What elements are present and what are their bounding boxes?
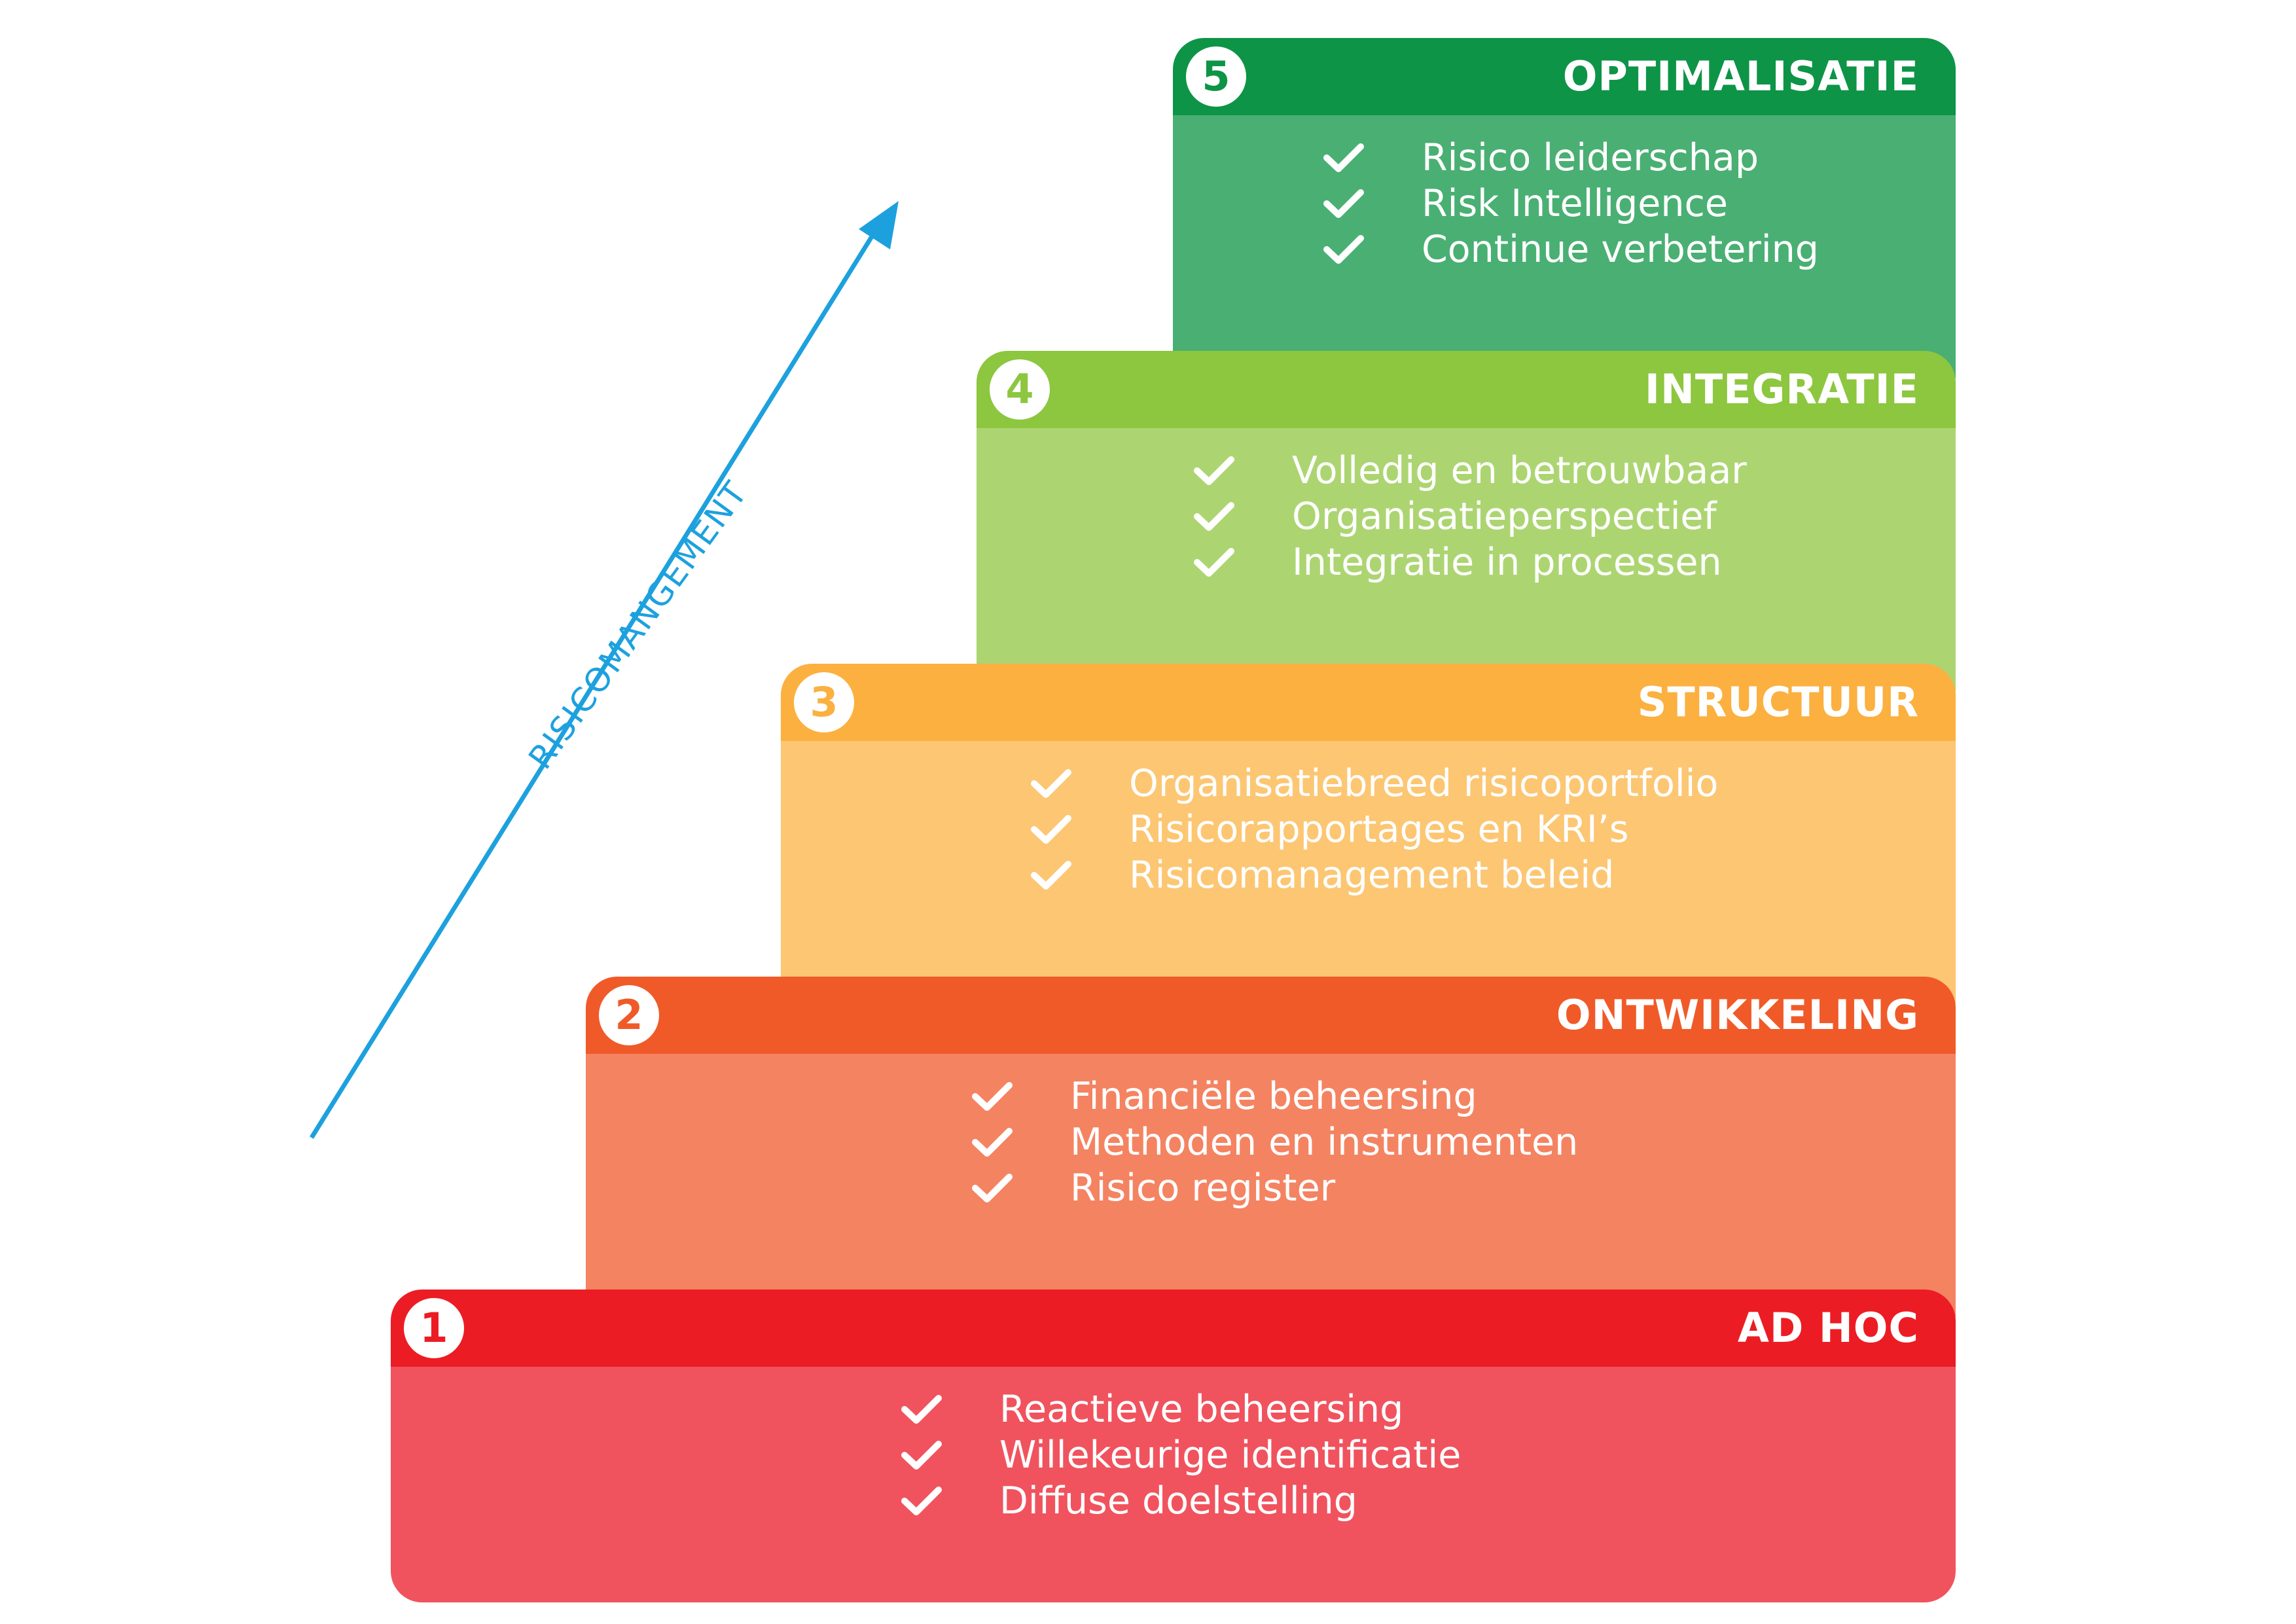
list-item: Reactieve beheersing (901, 1386, 1461, 1432)
level-2-checklist: Financiële beheersing Methoden en instru… (972, 1074, 1578, 1211)
list-item: Volledig en betrouwbaar (1194, 448, 1747, 494)
check-icon (1323, 143, 1364, 172)
list-item-label: Risico register (1070, 1166, 1336, 1210)
check-icon (1323, 189, 1364, 218)
level-2-number-badge: 2 (599, 985, 659, 1045)
list-item: Risicorapportages en KRI’s (1031, 806, 1718, 852)
level-5-number-badge: 5 (1186, 46, 1246, 107)
level-2-title: ONTWIKKELING (1556, 991, 1919, 1039)
level-3-title: STRUCTUUR (1637, 678, 1919, 726)
list-item-label: Diffuse doelstelling (999, 1479, 1357, 1523)
check-icon (972, 1082, 1013, 1111)
list-item-label: Risk Intelligence (1422, 182, 1728, 225)
level-1-checklist: Reactieve beheersing Willekeurige identi… (901, 1386, 1461, 1524)
list-item: Organisatieperspectief (1194, 494, 1747, 539)
list-item-label: Organisatieperspectief (1292, 495, 1717, 538)
level-2-body: Financiële beheersing Methoden en instru… (586, 1054, 1956, 1317)
level-2-ontwikkeling: 2 ONTWIKKELING Financiële beheersing Met… (586, 977, 1956, 1317)
level-3-header: 3 STRUCTUUR (781, 664, 1956, 741)
level-4-checklist: Volledig en betrouwbaar Organisatiepersp… (1194, 448, 1747, 585)
level-1-header: 1 AD HOC (391, 1290, 1956, 1367)
list-item: Risico leiderschap (1323, 135, 1819, 181)
check-icon (1194, 456, 1234, 485)
list-item-label: Reactieve beheersing (999, 1388, 1404, 1431)
list-item: Risicomanagement beleid (1031, 852, 1718, 898)
level-1-title: AD HOC (1737, 1304, 1919, 1352)
list-item-label: Methoden en instrumenten (1070, 1121, 1579, 1164)
level-4-number-badge: 4 (990, 359, 1050, 420)
list-item-label: Risicomanagement beleid (1129, 854, 1615, 897)
level-5-header: 5 OPTIMALISATIE (1173, 38, 1956, 115)
list-item-label: Volledig en betrouwbaar (1292, 449, 1747, 492)
list-item: Continue verbetering (1323, 226, 1819, 272)
list-item-label: Willekeurige identificatie (999, 1434, 1462, 1477)
level-1-ad-hoc: 1 AD HOC Reactieve beheersing Willekeuri… (391, 1290, 1956, 1602)
level-2-header: 2 ONTWIKKELING (586, 977, 1956, 1054)
check-icon (1323, 235, 1364, 264)
check-icon (1194, 548, 1234, 577)
list-item-label: Financiële beheersing (1070, 1075, 1477, 1118)
level-3-checklist: Organisatiebreed risicoportfolio Risicor… (1031, 761, 1718, 898)
list-item: Organisatiebreed risicoportfolio (1031, 761, 1718, 806)
level-3-body: Organisatiebreed risicoportfolio Risicor… (781, 741, 1956, 1004)
list-item: Integratie in processen (1194, 539, 1747, 585)
check-icon (901, 1441, 942, 1470)
check-icon (901, 1487, 942, 1515)
level-4-title: INTEGRATIE (1644, 365, 1919, 413)
list-item-label: Risicorapportages en KRI’s (1129, 808, 1629, 851)
list-item: Methoden en instrumenten (972, 1119, 1578, 1165)
check-icon (901, 1395, 942, 1424)
list-item: Willekeurige identificatie (901, 1432, 1461, 1478)
level-5-checklist: Risico leiderschap Risk Intelligence Con… (1323, 135, 1819, 272)
check-icon (1031, 815, 1071, 844)
check-icon (1194, 502, 1234, 531)
list-item-label: Integratie in processen (1292, 541, 1722, 584)
level-4-body: Volledig en betrouwbaar Organisatiepersp… (977, 428, 1956, 691)
check-icon (1031, 769, 1071, 798)
level-4-integratie: 4 INTEGRATIE Volledig en betrouwbaar Org… (977, 351, 1956, 691)
list-item: Risk Intelligence (1323, 181, 1819, 226)
check-icon (972, 1128, 1013, 1157)
level-3-structuur: 3 STRUCTUUR Organisatiebreed risicoportf… (781, 664, 1956, 1004)
check-icon (1031, 861, 1071, 890)
list-item: Risico register (972, 1165, 1578, 1211)
check-icon (972, 1174, 1013, 1202)
list-item: Financiële beheersing (972, 1074, 1578, 1119)
level-4-header: 4 INTEGRATIE (977, 351, 1956, 428)
list-item: Diffuse doelstelling (901, 1478, 1461, 1524)
list-item-label: Organisatiebreed risicoportfolio (1129, 762, 1719, 805)
level-5-body: Risico leiderschap Risk Intelligence Con… (1173, 115, 1956, 378)
list-item-label: Risico leiderschap (1422, 136, 1759, 179)
list-item-label: Continue verbetering (1422, 228, 1819, 271)
level-5-title: OPTIMALISATIE (1562, 52, 1919, 100)
level-3-number-badge: 3 (794, 672, 854, 732)
level-5-optimalisatie: 5 OPTIMALISATIE Risico leiderschap Risk … (1173, 38, 1956, 378)
level-1-body: Reactieve beheersing Willekeurige identi… (391, 1367, 1956, 1602)
level-1-number-badge: 1 (404, 1298, 464, 1358)
